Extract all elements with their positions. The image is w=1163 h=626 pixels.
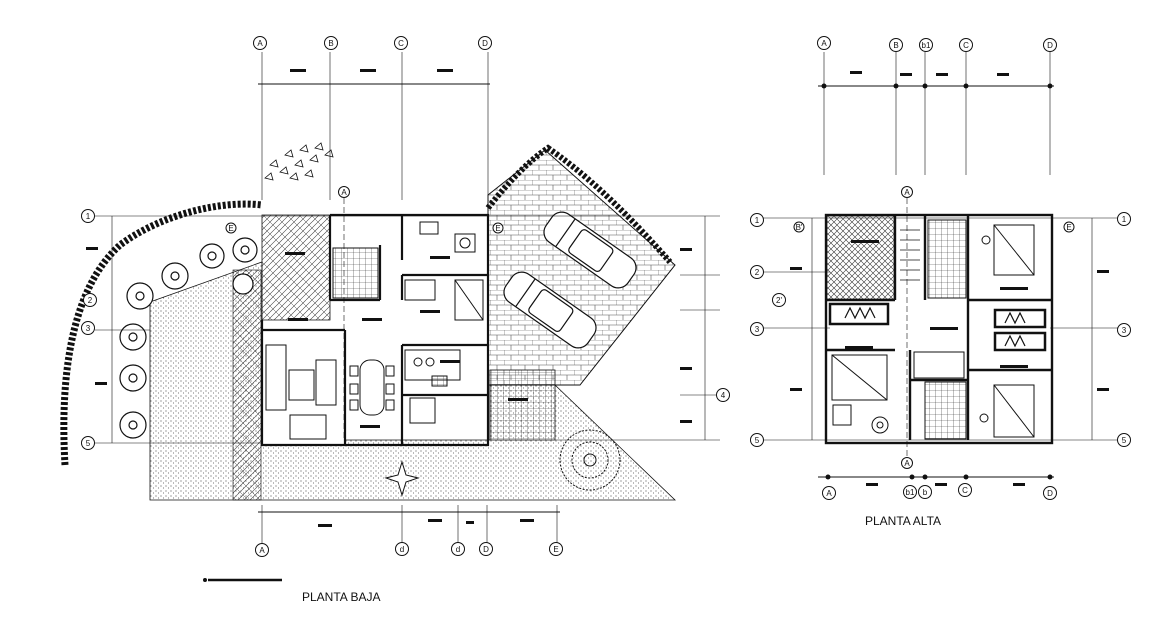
ground-bathroom — [332, 247, 379, 299]
living-room-furniture-icon — [265, 344, 337, 440]
hedge-curve — [60, 200, 263, 466]
upper-room-labels — [845, 240, 1028, 368]
closet-icon — [828, 302, 1047, 352]
side-dimension-lines — [86, 215, 722, 444]
room-labels — [285, 252, 528, 428]
svg-text:5: 5 — [1122, 436, 1127, 445]
svg-text:E: E — [553, 545, 558, 554]
axis-bubble-top: A B C D — [253, 36, 492, 50]
svg-text:b: b — [923, 488, 928, 497]
upper-terrace — [826, 215, 895, 300]
svg-text:3: 3 — [86, 324, 91, 333]
svg-text:5: 5 — [86, 439, 91, 448]
kitchen-counter-icon — [404, 349, 461, 424]
svg-text:A: A — [904, 188, 910, 197]
svg-text:B: B — [328, 39, 333, 48]
svg-text:D: D — [1047, 489, 1053, 498]
ground-floor-plan: A B C D A d D E d 1 2 3 — [60, 36, 730, 604]
car-icon — [503, 211, 637, 349]
upper-side-dimension-lines — [760, 217, 1120, 441]
svg-text:D: D — [482, 39, 488, 48]
svg-text:b1: b1 — [906, 488, 915, 497]
shrub-icon — [559, 429, 621, 491]
svg-text:3: 3 — [755, 325, 760, 334]
svg-text:1: 1 — [755, 216, 760, 225]
upper-axis-bubble-bottom: A b1 b C D — [822, 483, 1057, 500]
svg-text:d: d — [400, 545, 404, 554]
svg-text:A: A — [259, 546, 265, 555]
patio-paving — [261, 214, 331, 321]
stairs-icon — [489, 369, 556, 441]
garage-hedge — [485, 144, 673, 264]
svg-text:C: C — [963, 41, 969, 50]
study-furniture-icon — [404, 221, 484, 321]
svg-text:1: 1 — [1122, 215, 1127, 224]
top-dimension-line — [258, 52, 490, 200]
upper-floor-plan: A B b1 C D A b1 b C D 1 2 — [750, 36, 1131, 528]
axis-bubble-right: 4 — [716, 388, 730, 402]
upper-axis-bubble-right: 1 3 5 — [1117, 212, 1131, 447]
svg-text:2: 2 — [88, 296, 93, 305]
axis-bubble-left: 1 2 3 5 — [81, 209, 97, 450]
svg-text:d: d — [456, 545, 460, 554]
svg-text:A: A — [341, 188, 347, 197]
svg-text:B': B' — [796, 223, 803, 232]
svg-text:D: D — [1047, 41, 1053, 50]
svg-text:5: 5 — [755, 436, 760, 445]
svg-text:E: E — [228, 224, 233, 233]
upper-floor-walls — [824, 213, 1054, 445]
upper-axis-bubble-left: 1 2 2' 3 5 — [750, 213, 786, 447]
svg-text:2': 2' — [776, 296, 782, 305]
upper-top-dimension-line — [818, 52, 1054, 175]
svg-text:A: A — [821, 39, 827, 48]
axis-bubble-bottom: A d D E d — [255, 542, 563, 557]
svg-text:b1: b1 — [922, 41, 931, 50]
svg-text:A: A — [904, 459, 910, 468]
svg-text:E: E — [1066, 223, 1071, 232]
svg-text:D: D — [483, 545, 489, 554]
svg-text:2: 2 — [755, 268, 760, 277]
svg-text:A: A — [826, 489, 832, 498]
terrace-paving — [232, 269, 262, 501]
ground-floor-title-block: PLANTA BAJA — [203, 578, 380, 604]
dining-table-icon — [349, 359, 395, 416]
svg-text:4: 4 — [721, 391, 726, 400]
upper-bathroom-1 — [927, 219, 967, 299]
section-marker-icon: A E E — [225, 186, 504, 440]
upper-bathroom-2 — [924, 381, 967, 440]
upper-floor-title: PLANTA ALTA — [865, 514, 941, 528]
upper-section-marker-icon: A A B' E — [793, 186, 1075, 469]
svg-text:C: C — [398, 39, 404, 48]
upper-axis-bubble-top: A B b1 C D — [817, 36, 1057, 52]
ground-cover-plants — [264, 142, 334, 181]
svg-text:1: 1 — [86, 212, 91, 221]
tree-icon — [119, 237, 258, 439]
garage-paving — [487, 149, 676, 386]
svg-text:B: B — [893, 41, 898, 50]
upper-stairs-icon — [900, 229, 920, 281]
bed-icon — [831, 224, 1035, 438]
upper-bottom-dimension-line — [818, 474, 1054, 486]
svg-text:3: 3 — [1122, 326, 1127, 335]
bottom-dimension-line — [258, 505, 560, 545]
plant-pot-icon — [832, 235, 991, 434]
svg-text:E: E — [495, 224, 500, 233]
svg-text:C: C — [962, 486, 968, 495]
ground-floor-walls — [260, 213, 490, 447]
ground-floor-title: PLANTA BAJA — [302, 590, 380, 604]
svg-text:A: A — [257, 39, 263, 48]
north-arrow-icon — [384, 460, 420, 497]
